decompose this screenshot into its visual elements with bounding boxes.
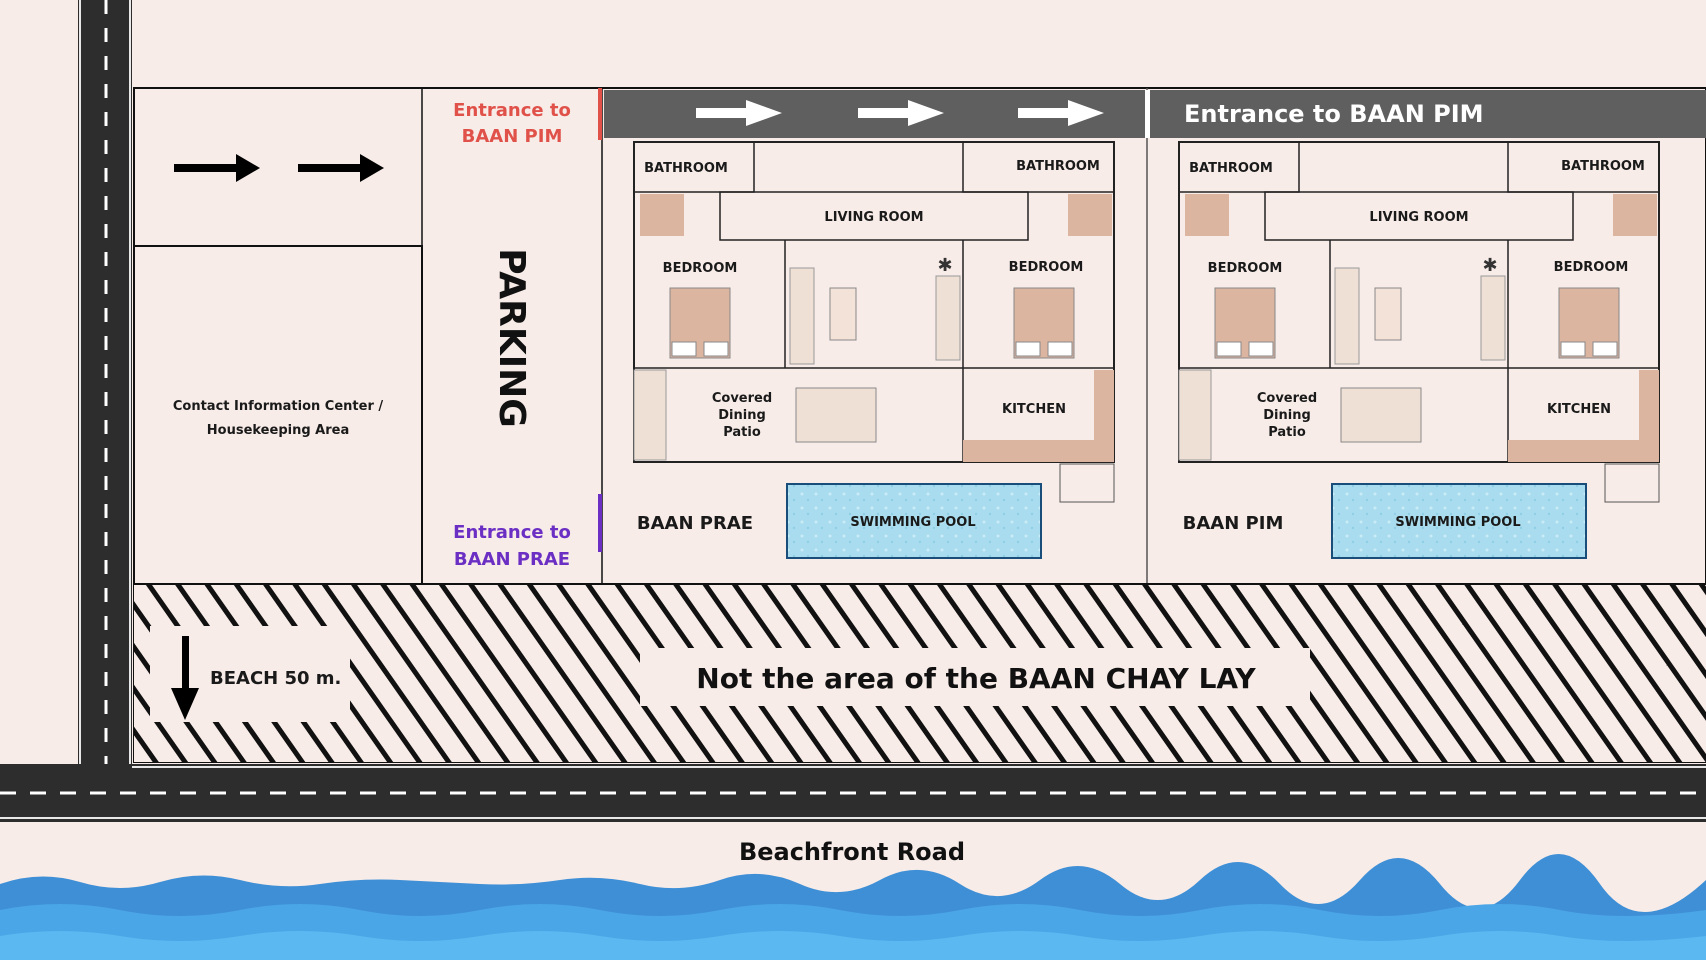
direction-arrows: [174, 154, 384, 182]
entrance-prae-marker: [598, 494, 602, 552]
contact-label-line1: Contact Information Center /: [173, 399, 384, 414]
unit-1-bathroom-right: BATHROOM: [1016, 159, 1100, 174]
unit-1-patio-line1: Covered: [712, 391, 772, 406]
entrance-banner-label: Entrance to BAAN PIM: [1184, 100, 1484, 128]
entrance-pim-marker: [598, 88, 602, 140]
beach-distance-label: BEACH 50 m.: [210, 668, 341, 689]
beachfront-road-label: Beachfront Road: [739, 838, 965, 866]
beach-arrow-icon: [171, 636, 199, 720]
unit-1-kitchen: KITCHEN: [1002, 402, 1066, 417]
svg-text:✱: ✱: [937, 255, 952, 276]
svg-text:✱: ✱: [1482, 255, 1497, 276]
unit-2-patio-line2: Dining: [1263, 408, 1311, 423]
sea: [0, 853, 1706, 960]
unit-1-living-room: LIVING ROOM: [824, 210, 923, 225]
unit-1-name: BAAN PRAE: [637, 513, 753, 534]
contact-label-line2: Housekeeping Area: [207, 423, 349, 438]
not-area-label: Not the area of the BAAN CHAY LAY: [696, 662, 1256, 695]
non-area-strip: [134, 584, 1706, 762]
unit-1-bedroom-right: BEDROOM: [1009, 260, 1084, 275]
unit-2-patio-line1: Covered: [1257, 391, 1317, 406]
unit-baan-pim: ✱ BATHROOM BATHROOM LIVING ROOM BEDROOM …: [1178, 141, 1660, 559]
unit-1-pool: SWIMMING POOL: [850, 515, 975, 530]
side-road: [78, 0, 132, 820]
entrance-banner: [604, 90, 1706, 138]
entrance-prae-label-line2: BAAN PRAE: [454, 549, 570, 570]
entrance-prae-label-line1: Entrance to: [453, 522, 571, 543]
unit-2-kitchen: KITCHEN: [1547, 402, 1611, 417]
unit-2-living-room: LIVING ROOM: [1369, 210, 1468, 225]
entrance-pim-label-line2: BAAN PIM: [462, 126, 563, 147]
parking-label: PARKING: [491, 248, 532, 428]
beachfront-road: [0, 764, 1706, 822]
unit-2-name: BAAN PIM: [1183, 513, 1284, 534]
unit-1-patio-line2: Dining: [718, 408, 766, 423]
unit-1-patio-line3: Patio: [723, 425, 761, 440]
unit-1-bathroom-left: BATHROOM: [644, 161, 728, 176]
unit-baan-prae: ✱ BATHROOM BATHROOM LIVING ROOM BEDROOM …: [633, 141, 1115, 559]
unit-2-bathroom-right: BATHROOM: [1561, 159, 1645, 174]
unit-1-bedroom-left: BEDROOM: [663, 261, 738, 276]
unit-2-bedroom-right: BEDROOM: [1554, 260, 1629, 275]
unit-2-bathroom-left: BATHROOM: [1189, 161, 1273, 176]
entrance-pim-label-line1: Entrance to: [453, 100, 571, 121]
unit-2-bedroom-left: BEDROOM: [1208, 261, 1283, 276]
unit-2-pool: SWIMMING POOL: [1395, 515, 1520, 530]
unit-2-patio-line3: Patio: [1268, 425, 1306, 440]
